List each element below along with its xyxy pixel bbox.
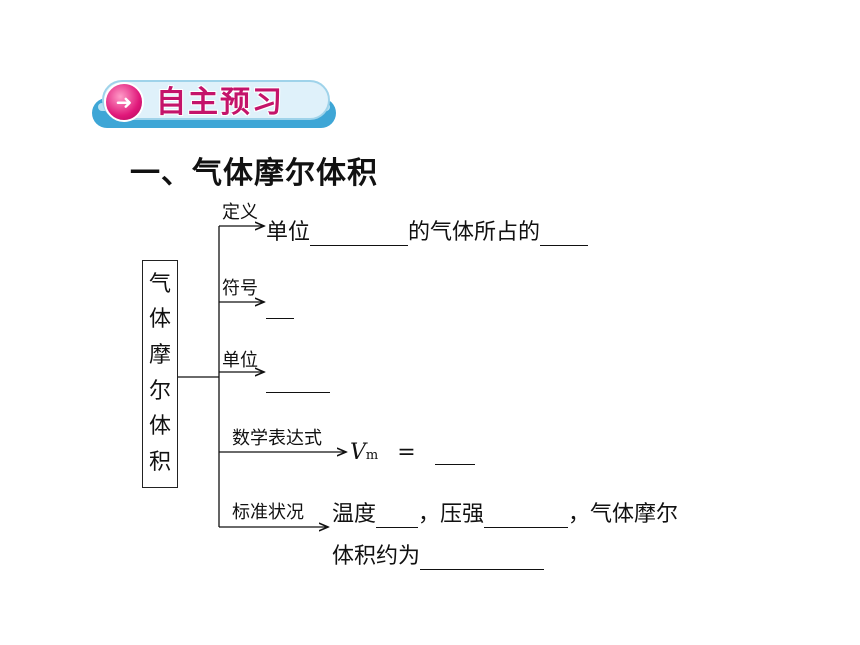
definition-text-gas: 的气体所占的 — [408, 220, 541, 245]
blank-definition-volume[interactable] — [540, 223, 589, 246]
section-title: 一、气体摩尔体积 — [130, 156, 378, 191]
blank-pressure[interactable] — [484, 505, 569, 528]
blank-molar-volume[interactable] — [420, 547, 545, 570]
formula-equals: = — [397, 440, 416, 465]
blank-symbol[interactable] — [266, 296, 294, 319]
vertical-char: 尔 — [148, 378, 171, 404]
vertical-char: 气 — [148, 271, 171, 297]
symbol-row — [266, 296, 294, 319]
standard-text-line2: 体积约为 — [332, 544, 421, 569]
label-unit: 单位 — [222, 350, 258, 371]
formula-subscript: m — [365, 448, 379, 463]
standard-text-pressure: ，压强 — [418, 502, 485, 527]
standard-text-temp: 温度 — [332, 502, 377, 527]
formula-v: V — [350, 440, 366, 465]
banner-title: 自主预习 — [156, 85, 284, 120]
standard-row-1: 温度 ，压强 ，气体摩尔 — [332, 496, 678, 528]
blank-temperature[interactable] — [376, 505, 419, 528]
vertical-char: 体 — [148, 414, 171, 440]
label-expression: 数学表达式 — [232, 428, 322, 449]
unit-row — [266, 370, 330, 393]
label-symbol: 符号 — [222, 278, 258, 299]
standard-text-molar: ，气体摩尔 — [568, 502, 679, 527]
vertical-char: 体 — [148, 307, 171, 333]
blank-definition-unit[interactable] — [310, 223, 409, 246]
blank-unit[interactable] — [266, 370, 330, 393]
definition-row: 单位 的气体所占的 — [266, 214, 589, 246]
standard-row-2: 体积约为 — [332, 538, 545, 570]
expression-row: Vm = — [350, 440, 475, 465]
label-definition: 定义 — [222, 202, 258, 223]
label-standard: 标准状况 — [232, 502, 304, 523]
blank-expression[interactable] — [434, 442, 475, 465]
vertical-char: 积 — [148, 450, 171, 476]
vertical-char: 摩 — [148, 343, 171, 369]
definition-text-unit: 单位 — [266, 220, 311, 245]
vertical-label-box: 气 体 摩 尔 体 积 — [142, 260, 178, 488]
section-banner: ➜ 自主预习 — [92, 70, 336, 132]
right-arrow-icon: ➜ — [104, 82, 144, 122]
